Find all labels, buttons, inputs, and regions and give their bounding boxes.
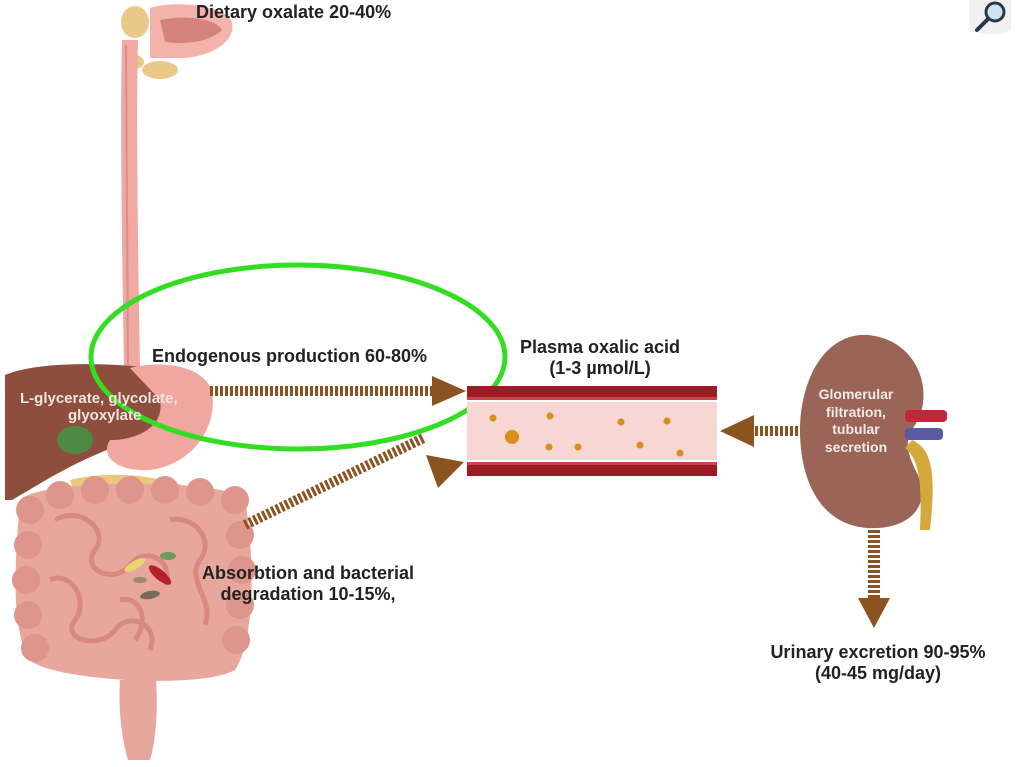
highlight-ellipse <box>88 262 508 452</box>
kidney-label-line3: tubular <box>832 421 880 437</box>
absorption-arrow <box>242 432 464 530</box>
kidney <box>800 334 947 530</box>
liver-metabolites-label: L-glycerate, glycolate, glyoxylate <box>20 390 178 425</box>
plasma-oxalic-acid-label: Plasma oxalic acid (1-3 µmol/L) <box>500 337 700 378</box>
endogenous-production-label: Endogenous production 60-80% <box>152 346 428 366</box>
absorption-label: Absorbtion and bacterial degradation 10-… <box>168 563 448 604</box>
absorption-label-line1: Absorbtion and bacterial <box>201 563 415 583</box>
bacteria-icon <box>124 552 176 600</box>
kidney-label-line2: filtration, <box>826 403 886 420</box>
liver-label-line1: L-glycerate, glycolate, <box>20 390 178 407</box>
liver <box>5 364 206 500</box>
kidney-label-line4: secretion <box>824 438 888 455</box>
absorption-label-line2: degradation 10-15%, <box>220 583 396 604</box>
dietary-oxalate-label: Dietary oxalate 20-40% <box>196 2 392 22</box>
rectum <box>119 680 157 760</box>
plasma-vessel <box>467 386 717 476</box>
urinary-excretion-label: Urinary excretion 90-95% (40-45 mg/day) <box>743 642 1013 683</box>
kidney-label-line1: Glomerular <box>818 386 894 402</box>
kidney-arrow <box>720 415 804 447</box>
urinary-label-line2: (40-45 mg/day) <box>814 662 942 683</box>
stomach <box>106 364 213 471</box>
urinary-label-line1: Urinary excretion 90-95% <box>770 642 986 662</box>
liver-label-line2: glyoxylate <box>68 407 142 425</box>
zoom-button[interactable] <box>969 0 1011 36</box>
esophagus <box>121 40 140 370</box>
plasma-label-line1: Plasma oxalic acid <box>519 337 681 357</box>
small-intestine <box>48 512 210 651</box>
urinary-arrow <box>858 530 890 628</box>
mouth-illustration <box>121 4 233 79</box>
gallbladder <box>57 426 93 454</box>
endogenous-arrow <box>210 376 466 406</box>
magnifier-icon <box>969 0 1011 35</box>
plasma-label-line2: (1-3 µmol/L) <box>549 357 651 378</box>
kidney-label: Glomerular filtration, tubular secretion <box>806 386 906 456</box>
